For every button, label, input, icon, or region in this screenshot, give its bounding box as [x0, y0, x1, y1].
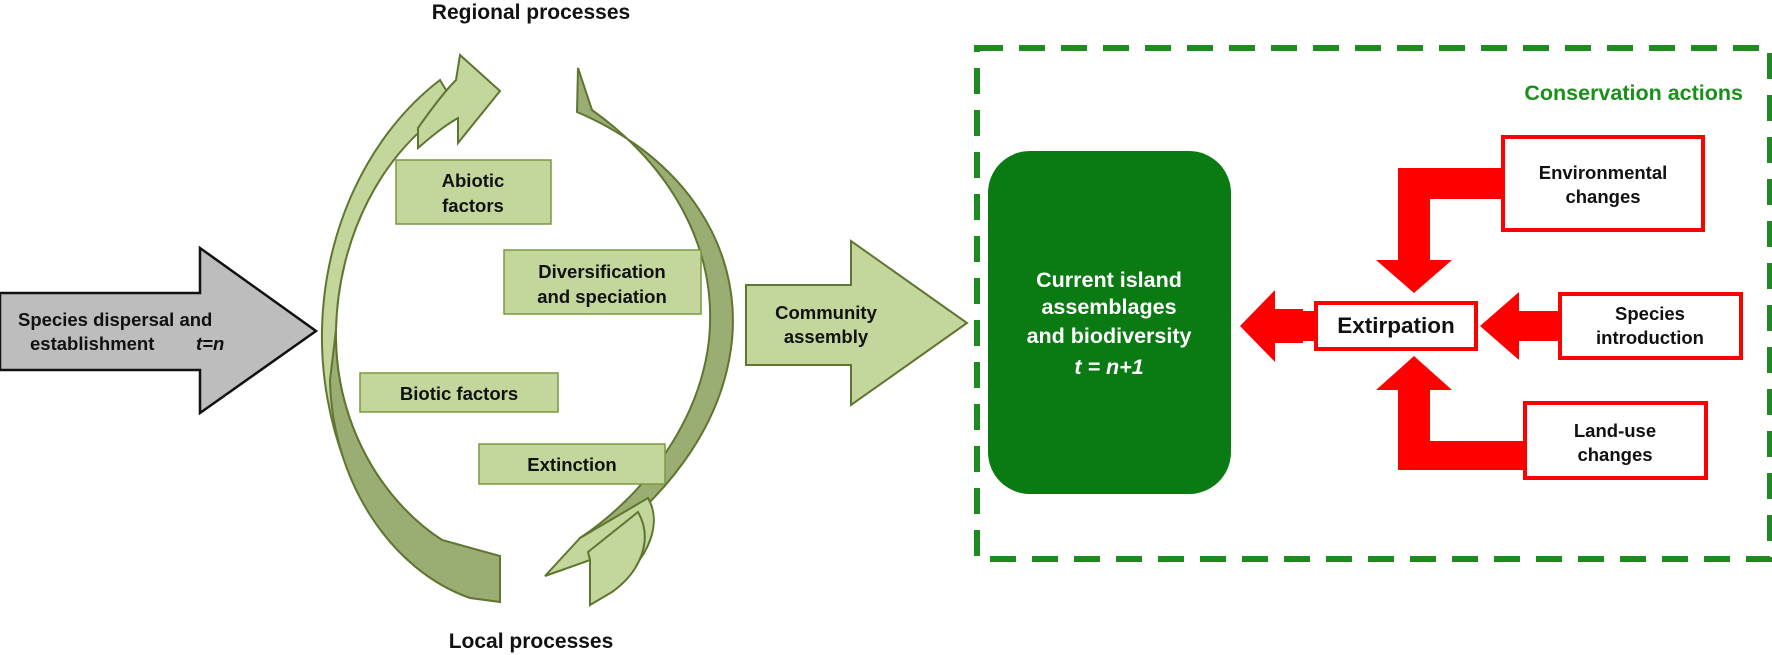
dispersal-label-line1: Species dispersal and: [18, 309, 212, 330]
dispersal-label-line2: establishment: [30, 333, 154, 354]
regional-processes-title: Regional processes: [432, 1, 630, 24]
assemblages-line2: assemblages: [1041, 295, 1176, 319]
conservation-actions-title: Conservation actions: [1524, 81, 1743, 105]
local-to-regional-arrow-body: [320, 78, 457, 562]
diversification-label-line1: Diversification: [538, 261, 666, 282]
environmental-to-extirpation-arrow: [1376, 168, 1503, 293]
extirpation-box: Extirpation: [1314, 301, 1478, 351]
environmental-label-line2: changes: [1565, 186, 1640, 207]
abiotic-factors-box: Abiotic factors: [395, 159, 552, 225]
introduction-label-line2: introduction: [1596, 327, 1704, 348]
lower-left-sweep: [328, 329, 501, 604]
community-label-line1: Community: [775, 302, 877, 323]
environmental-label-line1: Environmental: [1539, 162, 1668, 183]
current-assemblages-box: Current island assemblages and biodivers…: [988, 151, 1231, 494]
landuse-label-line2: changes: [1577, 444, 1652, 465]
local-processes-title: Local processes: [449, 630, 614, 653]
assemblages-time: t = n+1: [1074, 355, 1143, 379]
abiotic-label-line2: factors: [442, 195, 504, 216]
community-assembly-arrow: Community assembly: [745, 239, 969, 407]
introduction-label-line1: Species: [1615, 303, 1685, 324]
diversification-label-line2: and speciation: [537, 286, 667, 307]
land-use-changes-box: Land-use changes: [1523, 401, 1708, 480]
species-dispersal-arrow: Species dispersal and establishment t=n: [0, 245, 319, 416]
extinction-label: Extinction: [527, 454, 616, 475]
environmental-changes-box: Environmental changes: [1501, 135, 1705, 232]
biotic-label: Biotic factors: [400, 383, 518, 404]
diversification-box: Diversification and speciation: [503, 249, 702, 315]
conservation-actions-frame: [974, 45, 1772, 562]
process-cycle: [320, 53, 734, 608]
community-label-line2: assembly: [784, 326, 869, 347]
dispersal-time-label: t=n: [196, 333, 224, 354]
species-introduction-box: Species introduction: [1558, 292, 1743, 360]
landuse-to-extirpation-arrow: [1376, 356, 1525, 470]
assemblages-line1: Current island: [1036, 268, 1182, 292]
extinction-box: Extinction: [478, 443, 666, 485]
biotic-factors-box: Biotic factors: [359, 372, 559, 413]
extirpation-label: Extirpation: [1337, 313, 1455, 338]
introduction-to-extirpation-arrow: [1480, 292, 1560, 360]
landuse-label-line1: Land-use: [1574, 420, 1656, 441]
assemblages-line3: and biodiversity: [1027, 324, 1192, 348]
regional-arrowhead: [417, 53, 502, 151]
abiotic-label-line1: Abiotic: [442, 170, 505, 191]
